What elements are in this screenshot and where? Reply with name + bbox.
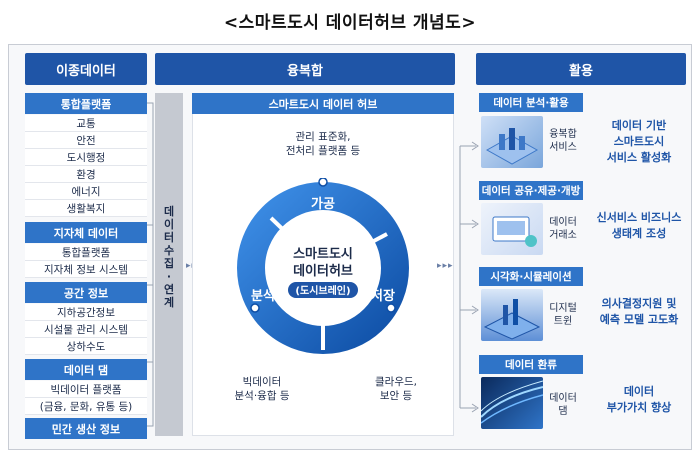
hub-center-badge [288,282,358,298]
hub-center-title-1: 스마트도시 [293,246,353,262]
data-collection-bar [155,93,183,436]
header-utilization: 활용 [476,53,686,85]
hub-br-label-line: 보안 등 [379,390,413,402]
group-header: 데이터 댐 [25,359,147,380]
list-item: 지자체 정보 시스템 [25,261,147,278]
data-dam-image [481,377,543,429]
data-collection-char: 터 [163,231,175,244]
service-label-line: 댐 [558,406,568,417]
outcome-line: 부가가치 향상 [606,401,672,414]
right-group-header: 데이터 공유·제공·개방 [479,181,583,200]
flow-arrows-right: ▸▸▸ [437,261,454,271]
list-item: (금융, 문화, 유통 등) [25,398,147,415]
ring-segment-storage: 저장 [371,288,395,304]
list-item: 지하공간정보 [25,304,147,321]
service-label: 데이터 거래소 [545,216,581,242]
service-label-line: 트윈 [553,316,573,327]
service-label-line: 데이터 [549,217,577,228]
data-collection-char: 연 [163,283,175,296]
data-collection-char: 계 [163,296,175,309]
hub-br-label-line: 클라우드, [375,376,417,388]
list-item: 통합플랫폼 [25,244,147,261]
list-item: 도시행정 [25,149,147,166]
hub-bl-label-line: 빅데이터 [242,376,282,388]
page-title: <스마트도시 데이터허브 개념도> [223,13,477,33]
hub-bottom-left-label: 빅데이터 분석·융합 등 [222,375,302,403]
service-label-line: 융복합 [549,129,577,140]
outcome-line: 의사결정지원 및 [601,297,677,310]
data-stream-icon [481,380,543,424]
service-label-line: 디지털 [549,303,577,314]
outcome-line: 예측 모델 고도화 [599,313,679,326]
outcome-label: 신서비스 비즈니스 생태계 조성 [589,210,689,242]
hub-center-title-2: 데이터허브 [293,263,353,279]
outcome-line: 생태계 조성 [611,227,667,240]
data-collection-char: 집 [163,257,175,270]
outcome-label: 데이터 기반 스마트도시 서비스 활성화 [589,118,689,166]
digital-twin-image [481,289,543,341]
hub-center-badge-text: (도시브레인) [295,284,350,297]
outcome-line: 스마트도시 [613,135,665,148]
outcome-line: 데이터 [623,385,655,398]
service-label: 데이터 댐 [545,392,581,418]
data-collection-char: 데 [163,205,175,218]
hub-top-label-line: 전처리 플랫폼 등 [285,145,361,157]
hub-top-label: 관리 표준화, 전처리 플랫폼 등 [263,130,383,158]
service-label-line: 서비스 [549,142,577,153]
service-label: 디지털 트윈 [545,302,581,328]
outcome-line: 신서비스 비즈니스 [596,211,682,224]
list-item: 시설물 관리 시스템 [25,321,147,338]
header-convergence: 융복합 [155,53,455,85]
group-header: 공간 정보 [25,282,147,303]
hub-header: 스마트도시 데이터 허브 [192,93,454,114]
ring-marker [386,303,396,313]
service-label-line: 거래소 [549,230,577,241]
ring-marker [250,303,260,313]
hub-bl-label-line: 분석·융합 등 [234,390,290,402]
list-item: 교통 [25,115,147,132]
data-collection-char: 수 [163,244,175,257]
group-header: 지자체 데이터 [25,222,147,243]
ring-segment-processing: 가공 [311,197,335,212]
right-branch-connector [459,141,479,413]
right-group-header: 시각화·시뮬레이션 [479,267,583,286]
service-label-line: 데이터 [549,393,577,404]
list-item: 생활복지 [25,200,147,217]
service-label: 융복합 서비스 [545,128,581,154]
list-item: 환경 [25,166,147,183]
data-collection-char: · [166,270,172,283]
group-header: 민간 생산 정보 [25,418,147,439]
right-group-header: 데이터 환류 [479,355,583,374]
group-header: 통합플랫폼 [25,93,147,114]
outcome-label: 의사결정지원 및 예측 모델 고도화 [589,296,689,328]
header-heterogeneous-data: 이종데이터 [25,53,147,85]
list-item: 에너지 [25,183,147,200]
outcome-label: 데이터 부가가치 향상 [589,384,689,416]
outcome-line: 데이터 기반 [611,119,667,132]
list-item: 빅데이터 플랫폼 [25,381,147,398]
convergence-service-image [481,116,543,168]
list-item: 상하수도 [25,338,147,355]
ring-marker [318,178,328,187]
left-bracket-connector [147,102,154,427]
data-exchange-icon [492,216,537,247]
hub-top-label-line: 관리 표준화, [295,131,351,143]
data-exchange-image [481,203,543,255]
list-item: 안전 [25,132,147,149]
data-collection-char: 이 [163,218,175,231]
city-grid-icon [485,128,539,165]
digital-twin-icon [483,299,541,340]
hub-bottom-right-label: 클라우드, 보안 등 [356,375,436,403]
ring-segment-analysis: 분석 [251,289,275,304]
right-group-header: 데이터 분석·활용 [479,93,583,112]
hub-ring-diagram: 가공 분석 저장 스마트도시 데이터허브 (도시브레인) [237,178,409,354]
outcome-line: 서비스 활성화 [606,151,672,164]
